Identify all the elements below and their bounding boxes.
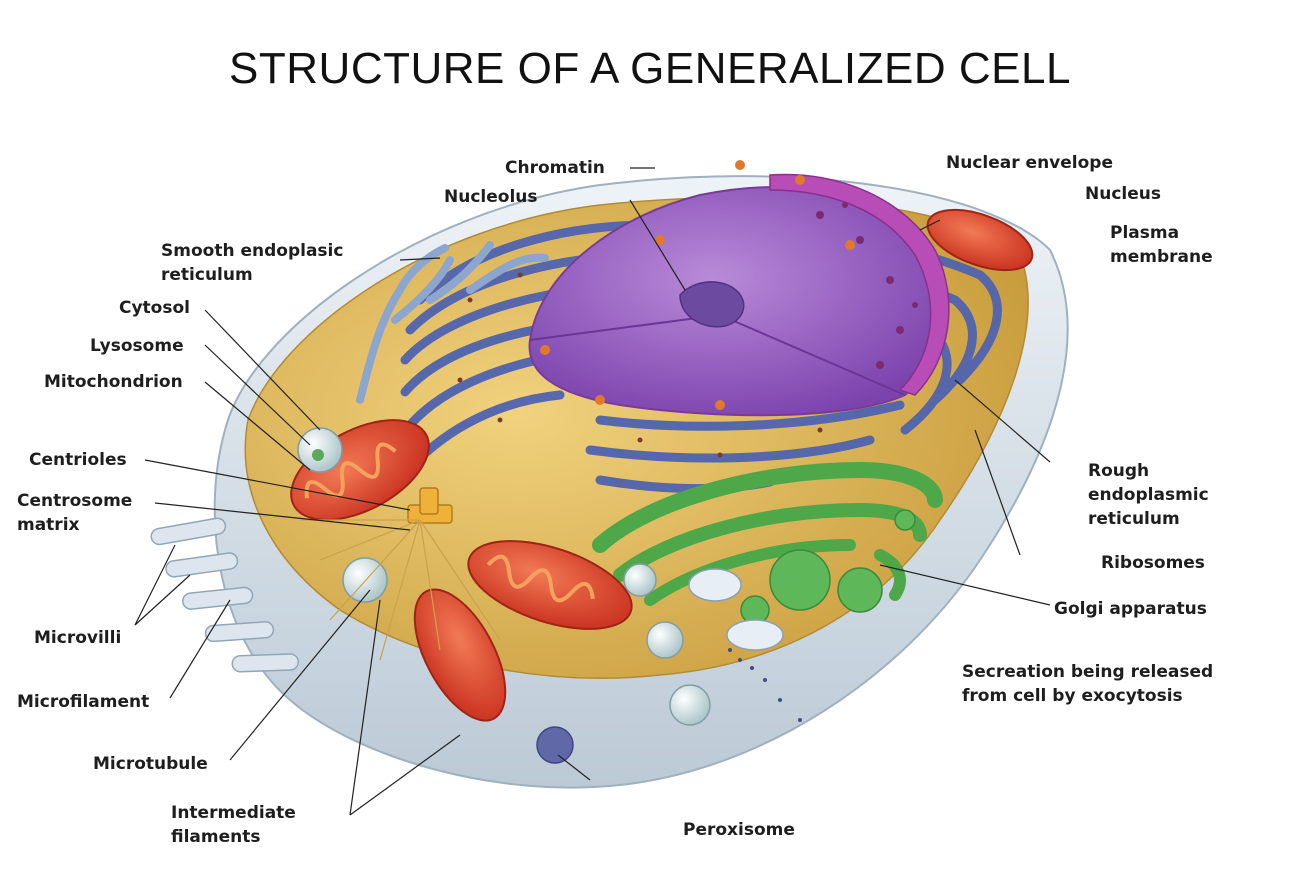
label-centrosome-matrix-line-2: matrix	[17, 515, 80, 535]
nuclear-envelope	[769, 173, 950, 396]
label-centrosome-matrix-line-1: Centrosome	[17, 491, 133, 511]
label-rough-er-line-1: Rough	[1088, 461, 1150, 481]
label-secretion-line-2: from cell by exocytosis	[962, 686, 1183, 706]
golgi-vesicles	[740, 509, 916, 625]
label-smooth-er-line-2: reticulum	[161, 265, 253, 285]
label-smooth-er: Smooth endoplasic reticulum	[161, 239, 343, 287]
microvilli	[150, 517, 299, 673]
label-intermediate-filaments: Intermediate filaments	[171, 801, 296, 849]
label-lysosome: Lysosome	[90, 336, 184, 356]
label-rough-er: Rough endoplasmic reticulum	[1088, 459, 1209, 531]
label-intermediate-filaments-line-2: filaments	[171, 827, 261, 847]
label-smooth-er-line-1: Smooth endoplasic	[161, 241, 344, 261]
label-nuclear-envelope: Nuclear envelope	[946, 153, 1113, 173]
label-rough-er-line-2: endoplasmic	[1088, 485, 1209, 505]
nucleolus	[679, 281, 745, 328]
label-secretion: Secreation being released from cell by e…	[962, 660, 1213, 708]
label-secretion-line-1: Secreation being released	[962, 662, 1214, 682]
peroxisome	[536, 726, 574, 764]
label-mitochondrion: Mitochondrion	[44, 372, 183, 392]
label-plasma-membrane: Plasma membrane	[1110, 221, 1213, 269]
secretory-vesicles	[623, 563, 802, 722]
label-chromatin: Chromatin	[505, 158, 605, 178]
label-cytosol: Cytosol	[119, 298, 190, 318]
label-microfilament: Microfilament	[17, 692, 150, 712]
label-nucleolus: Nucleolus	[444, 187, 538, 207]
label-centrosome-matrix: Centrosome matrix	[17, 489, 132, 537]
label-microtubule: Microtubule	[93, 754, 208, 774]
smooth-endoplasmic-reticulum	[356, 241, 549, 404]
label-microvilli: Microvilli	[34, 628, 122, 648]
centrioles	[407, 487, 453, 524]
label-ribosomes: Ribosomes	[1101, 553, 1205, 573]
label-centrioles: Centrioles	[29, 450, 127, 470]
leader-lines	[134, 167, 1051, 816]
nucleus	[528, 160, 950, 417]
label-intermediate-filaments-line-1: Intermediate	[171, 803, 296, 823]
label-rough-er-line-3: reticulum	[1088, 509, 1180, 529]
label-plasma-membrane-line-2: membrane	[1110, 247, 1213, 267]
label-plasma-membrane-line-1: Plasma	[1110, 223, 1180, 243]
microtubules	[300, 519, 501, 661]
page-title: STRUCTURE OF A GENERALIZED CELL	[229, 44, 1071, 93]
label-peroxisome: Peroxisome	[683, 820, 795, 840]
label-golgi-apparatus: Golgi apparatus	[1054, 599, 1207, 619]
label-nucleus: Nucleus	[1085, 184, 1161, 204]
